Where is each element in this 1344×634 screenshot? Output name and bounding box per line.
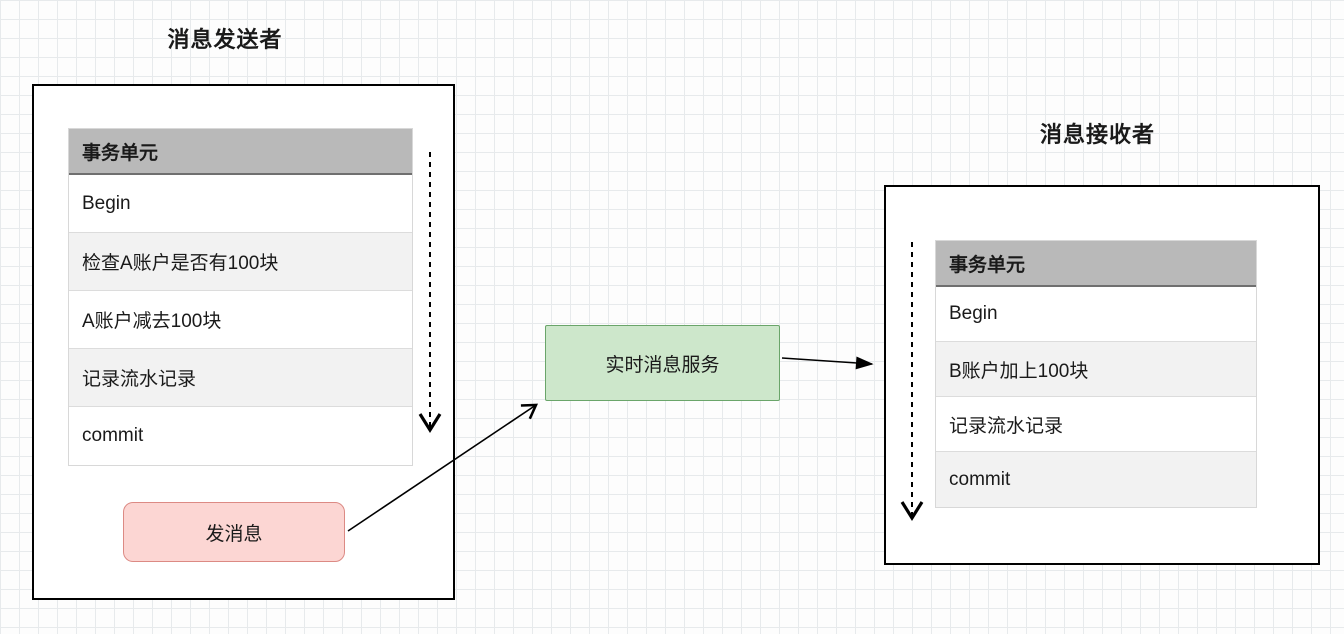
table-row: commit [69,407,412,465]
table-row: Begin [936,287,1256,342]
sender-transaction-table: 事务单元 Begin 检查A账户是否有100块 A账户减去100块 记录流水记录… [68,128,413,466]
send-message-box: 发消息 [123,502,345,562]
deliver-message-arrow [781,356,874,370]
table-row: B账户加上100块 [936,342,1256,397]
table-row: 检查A账户是否有100块 [69,233,412,291]
receiver-transaction-table: 事务单元 Begin B账户加上100块 记录流水记录 commit [935,240,1257,508]
table-row: A账户减去100块 [69,291,412,349]
receiver-title: 消息接收者 [1039,122,1155,147]
table-row: 记录流水记录 [69,349,412,407]
table-row: commit [936,452,1256,507]
message-service-box: 实时消息服务 [545,325,780,401]
table-row: Begin [69,175,412,233]
sender-title: 消息发送者 [167,27,283,52]
receiver-table-header: 事务单元 [936,241,1256,287]
table-row: 记录流水记录 [936,397,1256,452]
sender-table-header: 事务单元 [69,129,412,175]
